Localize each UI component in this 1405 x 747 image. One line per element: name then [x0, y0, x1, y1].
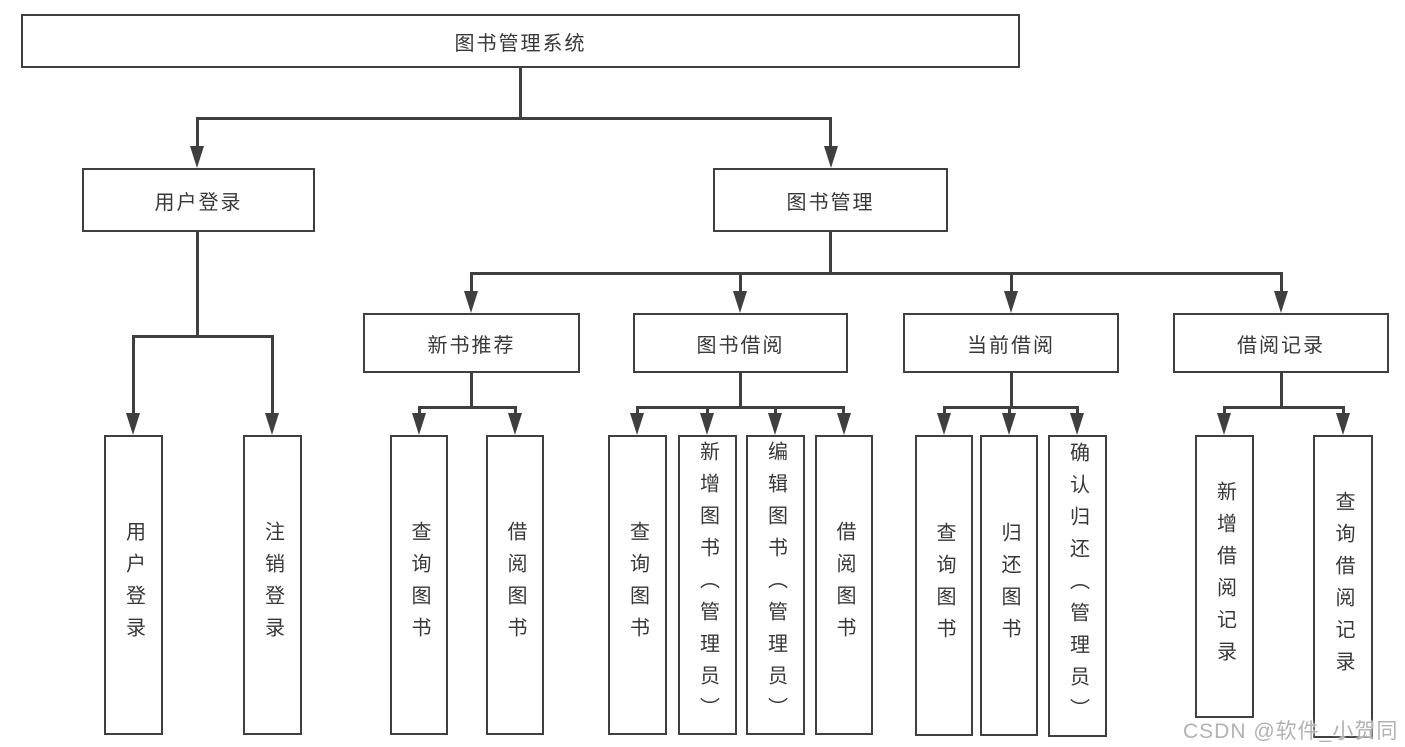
- node-root: 图书管理系统: [21, 14, 1020, 68]
- leaf-label: 注销登录: [261, 521, 284, 649]
- arrow-down-icon: [1336, 413, 1350, 435]
- leaf-label: 查询图书: [626, 521, 649, 649]
- connector-line: [1280, 272, 1283, 292]
- leaf-confirm-return-admin: 确认归还（管理员）: [1048, 435, 1107, 737]
- connector-line: [196, 117, 199, 148]
- leaf-edit-books-admin: 编辑图书（管理员）: [746, 435, 805, 735]
- arrow-down-icon: [1004, 291, 1018, 313]
- arrow-down-icon: [190, 146, 204, 168]
- arrow-down-icon: [733, 291, 747, 313]
- arrow-down-icon: [937, 413, 951, 435]
- connector-line: [1076, 406, 1079, 415]
- node-book-management: 图书管理: [713, 168, 948, 232]
- connector-line: [418, 406, 421, 415]
- leaf-label: 新增借阅记录: [1213, 480, 1236, 673]
- arrow-down-icon: [508, 413, 522, 435]
- connector-line: [943, 406, 946, 415]
- leaf-return-books: 归还图书: [980, 435, 1038, 736]
- connector-line: [636, 406, 639, 415]
- arrow-down-icon: [630, 413, 644, 435]
- leaf-label: 查询图书: [933, 521, 955, 650]
- connector-line: [1223, 406, 1226, 415]
- leaf-label: 确认归还（管理员）: [1066, 442, 1089, 730]
- leaf-label: 借阅图书: [833, 521, 855, 649]
- node-new-book-recommend: 新书推荐: [363, 313, 580, 373]
- leaf-label: 新增图书（管理员）: [696, 441, 719, 729]
- connector-line: [1223, 406, 1344, 409]
- leaf-borrow-query-books: 查询图书: [608, 435, 667, 735]
- connector-line: [1010, 272, 1013, 292]
- leaf-label: 归还图书: [998, 521, 1020, 650]
- connector-line: [132, 335, 135, 413]
- connector-line: [1010, 373, 1013, 406]
- connector-line: [196, 232, 199, 335]
- arrow-down-icon: [412, 413, 426, 435]
- connector-line: [774, 406, 777, 415]
- arrow-down-icon: [1217, 413, 1231, 435]
- leaf-recommend-borrow-books: 借阅图书: [486, 435, 544, 735]
- leaf-current-query-books: 查询图书: [915, 435, 973, 736]
- connector-line: [829, 232, 832, 274]
- arrow-down-icon: [700, 413, 714, 435]
- node-book-borrow: 图书借阅: [633, 313, 848, 373]
- connector-line: [470, 373, 473, 406]
- leaf-logout: 注销登录: [243, 435, 302, 735]
- leaf-user-login: 用户登录: [104, 435, 163, 735]
- leaf-label: 查询图书: [408, 521, 430, 649]
- connector-line: [842, 406, 845, 415]
- leaf-add-books-admin: 新增图书（管理员）: [678, 435, 737, 735]
- leaf-query-borrow-record: 查询借阅记录: [1313, 435, 1373, 738]
- leaf-borrow-books: 借阅图书: [815, 435, 873, 735]
- leaf-add-borrow-record: 新增借阅记录: [1195, 435, 1254, 718]
- connector-line: [418, 406, 516, 409]
- arrow-down-icon: [265, 413, 279, 435]
- connector-line: [706, 406, 709, 415]
- connector-line: [1280, 373, 1283, 406]
- leaf-label: 用户登录: [122, 521, 145, 649]
- connector-line: [514, 406, 517, 415]
- arrow-down-icon: [1070, 413, 1084, 435]
- arrow-down-icon: [768, 413, 782, 435]
- connector-line: [1342, 406, 1345, 415]
- node-borrow-records: 借阅记录: [1173, 313, 1389, 373]
- connector-line: [132, 335, 274, 338]
- connector-line: [739, 373, 742, 406]
- node-current-borrow: 当前借阅: [903, 313, 1119, 373]
- arrow-down-icon: [126, 413, 140, 435]
- arrow-down-icon: [824, 146, 838, 168]
- connector-line: [1008, 406, 1011, 415]
- arrow-down-icon: [837, 413, 851, 435]
- connector-line: [470, 272, 473, 292]
- connector-line: [519, 68, 522, 117]
- connector-line: [829, 117, 832, 148]
- arrow-down-icon: [1002, 413, 1016, 435]
- arrow-down-icon: [464, 291, 478, 313]
- connector-line: [470, 272, 1282, 275]
- connector-line: [739, 272, 742, 292]
- connector-line: [196, 117, 832, 120]
- connector-line: [271, 335, 274, 413]
- connector-line: [636, 406, 845, 409]
- leaf-recommend-query-books: 查询图书: [390, 435, 448, 735]
- connector-line: [943, 406, 1079, 409]
- leaf-label: 编辑图书（管理员）: [764, 441, 787, 729]
- leaf-label: 借阅图书: [504, 521, 526, 649]
- leaf-label: 查询借阅记录: [1332, 490, 1354, 683]
- node-user-login: 用户登录: [82, 168, 315, 232]
- arrow-down-icon: [1274, 291, 1288, 313]
